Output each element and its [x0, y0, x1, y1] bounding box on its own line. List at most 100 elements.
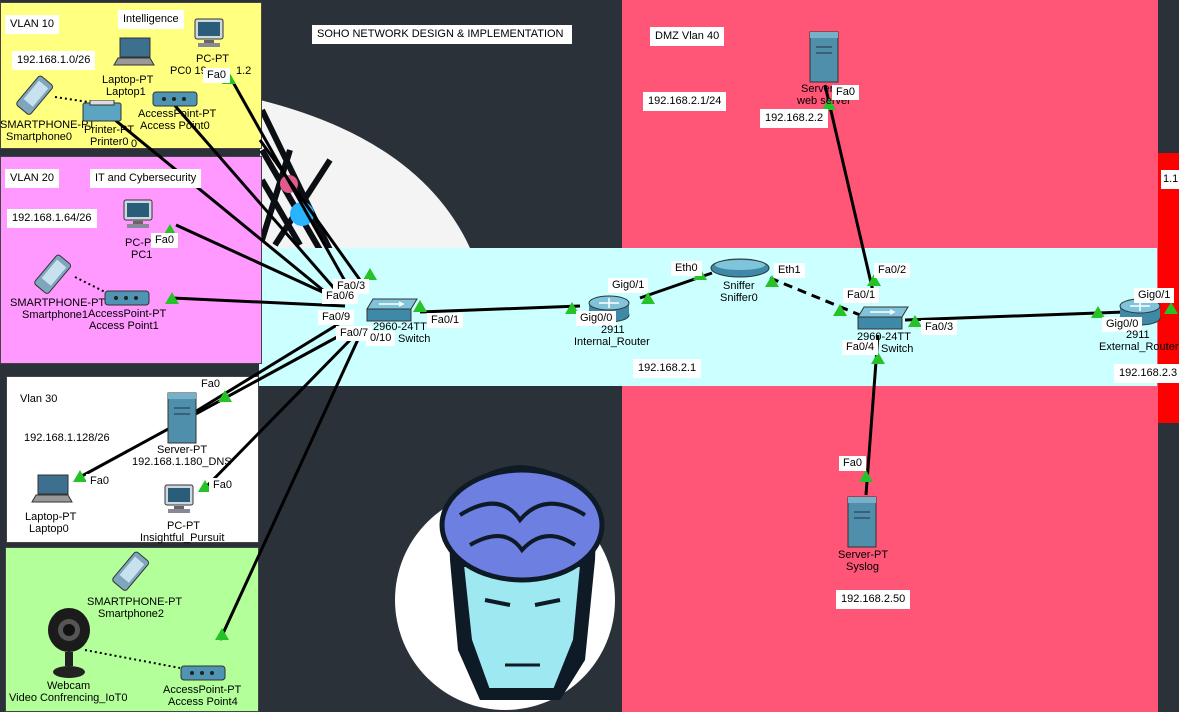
- smartphone1-type: SMARTPHONE-PT: [10, 297, 106, 309]
- left-switch-port-fa06: Fa0/6: [322, 289, 359, 304]
- smartphone2-icon[interactable]: [108, 550, 152, 594]
- right-switch-icon[interactable]: [856, 305, 910, 333]
- webcam-icon[interactable]: [46, 606, 92, 680]
- external-router-name: External_Router: [1099, 341, 1179, 353]
- access-point0-name: Access Point0: [140, 120, 210, 132]
- pc0-port: Fa0: [203, 68, 230, 83]
- left-switch-icon[interactable]: [365, 297, 419, 325]
- web-server-type: Server: [801, 83, 834, 95]
- dns-server-icon[interactable]: [166, 392, 198, 444]
- printer0-name-tail: 0: [131, 138, 138, 150]
- right-switch-port-fa03: Fa0/3: [921, 320, 958, 335]
- insightful-type: PC-PT: [167, 520, 200, 532]
- insightful-pursuit-icon[interactable]: [162, 484, 198, 516]
- internal-router-name: Internal_Router: [574, 336, 650, 348]
- access-point4-name: Access Point4: [168, 696, 238, 708]
- page-title: SOHO NETWORK DESIGN & IMPLEMENTATION: [312, 25, 572, 44]
- access-point1-icon[interactable]: [104, 287, 150, 307]
- smartphone1-name: Smartphone1: [22, 309, 89, 321]
- sniffer-name: Sniffer0: [720, 292, 758, 304]
- access-point4-type: AccessPoint-PT: [163, 684, 242, 696]
- vlan10-dept: Intelligence: [118, 10, 184, 29]
- web-server-icon[interactable]: [808, 31, 840, 83]
- pc1-icon[interactable]: [121, 199, 157, 231]
- external-router-type: 2911: [1126, 329, 1150, 341]
- webcam-type: Webcam: [47, 680, 91, 692]
- left-switch-name: Switch: [398, 333, 431, 345]
- left-switch-port-fa010: 0/10: [366, 331, 396, 346]
- insightful-name: Insightful_Pursuit: [140, 532, 225, 544]
- smartphone0-icon[interactable]: [12, 74, 56, 118]
- access-point0-icon[interactable]: [152, 88, 198, 108]
- internal-router-port-gig01: Gig0/1: [608, 278, 649, 293]
- pc1-name: PC1: [131, 249, 153, 261]
- laptop1-type: Laptop-PT: [102, 74, 154, 86]
- right-switch-port-fa01: Fa0/1: [843, 288, 880, 303]
- laptop0-port: Fa0: [86, 474, 113, 489]
- brain-head-icon: [439, 465, 605, 700]
- syslog-server-icon[interactable]: [846, 496, 878, 548]
- left-switch-port-fa01: Fa0/1: [427, 313, 464, 328]
- syslog-type: Server-PT: [838, 549, 889, 561]
- printer0-type: Printer-PT: [84, 124, 135, 136]
- vlan20-dept: IT and Cybersecurity: [90, 169, 202, 188]
- sniffer-port-eth1: Eth1: [774, 263, 805, 278]
- laptop0-type: Laptop-PT: [25, 511, 77, 523]
- vlan20-name: VLAN 20: [5, 169, 60, 188]
- vlan20-area: [0, 156, 262, 364]
- insightful-port: Fa0: [209, 478, 236, 493]
- left-switch-type: 2960-24TT: [373, 321, 427, 333]
- web-server-port: Fa0: [832, 85, 859, 100]
- access-point1-name: Access Point1: [89, 320, 159, 332]
- smartphone1-icon[interactable]: [30, 253, 74, 297]
- left-switch-port-fa07: Fa0/7: [336, 326, 373, 341]
- vlan30-name: Vlan 30: [15, 390, 63, 409]
- internal-router-type: 2911: [601, 324, 625, 336]
- pc0-name-tail: 1.2: [236, 65, 252, 77]
- right-switch-type: 2960-24TT: [857, 331, 911, 343]
- sniffer-icon[interactable]: [709, 257, 771, 279]
- pc1-type: PC-PT: [125, 237, 158, 249]
- syslog-address: 192.168.2.50: [836, 590, 911, 609]
- pc0-type: PC-PT: [196, 53, 229, 65]
- right-switch-name: Switch: [881, 343, 914, 355]
- dmz-name: DMZ Vlan 40: [650, 27, 725, 46]
- vlan20-subnet: 192.168.1.64/26: [7, 209, 97, 228]
- smartphone0-type: SMARTPHONE-PT: [0, 119, 96, 131]
- external-router-address: 192.168.2.3: [1114, 364, 1179, 383]
- dmz-subnet: 192.168.2.1/24: [643, 92, 727, 111]
- laptop0-icon[interactable]: [30, 474, 74, 504]
- sniffer-type: Sniffer: [723, 280, 755, 292]
- printer0-name: Printer0: [90, 136, 129, 148]
- external-router-port-gig01: Gig0/1: [1134, 288, 1175, 303]
- web-server-address: 192.168.2.2: [760, 109, 829, 128]
- internal-router-address: 192.168.2.1: [633, 359, 702, 378]
- laptop0-name: Laptop0: [29, 523, 69, 535]
- pc1-port: Fa0: [151, 233, 178, 248]
- vlan10-subnet: 192.168.1.0/26: [12, 51, 96, 70]
- red-area-label: 1.1: [1161, 170, 1179, 189]
- pc0-name: PC0 19: [170, 65, 207, 77]
- syslog-name: Syslog: [846, 561, 880, 573]
- access-point4-icon[interactable]: [180, 662, 226, 682]
- smartphone2-type: SMARTPHONE-PT: [87, 596, 183, 608]
- dns-port: Fa0: [197, 377, 224, 392]
- dns-type: Server-PT: [157, 444, 208, 456]
- access-point0-type: AccessPoint-PT: [138, 108, 217, 120]
- left-switch-port-fa09: Fa0/9: [318, 310, 355, 325]
- access-point1-type: AccessPoint-PT: [88, 308, 167, 320]
- smartphone2-name: Smartphone2: [98, 608, 165, 620]
- vlan30-subnet: 192.168.1.128/26: [19, 429, 115, 448]
- laptop1-icon[interactable]: [112, 37, 156, 67]
- background-artwork: [259, 100, 615, 710]
- printer0-icon[interactable]: [82, 100, 122, 124]
- pc0-icon[interactable]: [192, 18, 228, 50]
- sniffer-port-eth0: Eth0: [671, 261, 702, 276]
- right-switch-port-fa04: Fa0/4: [842, 340, 879, 355]
- vlan10-name: VLAN 10: [5, 15, 60, 34]
- internal-router-port-gig00: Gig0/0: [576, 311, 617, 326]
- smartphone0-name: Smartphone0: [6, 131, 73, 143]
- right-switch-port-fa02: Fa0/2: [874, 263, 911, 278]
- webcam-name: Video Confrencing_IoT0: [9, 692, 128, 704]
